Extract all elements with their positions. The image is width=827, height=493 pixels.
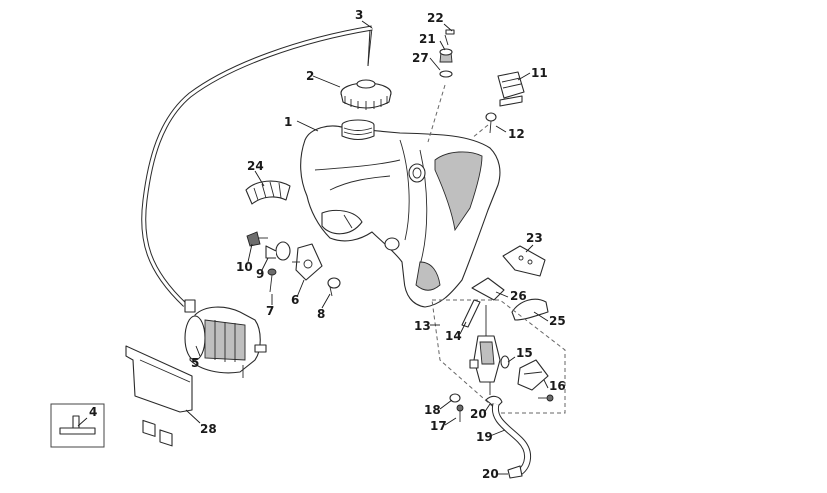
fuel-tank[interactable]: [300, 119, 501, 308]
tank-mount-hardware-top[interactable]: [427, 29, 455, 143]
callout-7[interactable]: 7: [266, 304, 274, 318]
mounting-bolt-12[interactable]: [471, 112, 497, 139]
callout-4[interactable]: 4: [89, 405, 97, 419]
callout-18[interactable]: 18: [424, 403, 441, 417]
callout-2[interactable]: 2: [306, 69, 314, 83]
callout-6[interactable]: 6: [291, 293, 299, 307]
callout-26[interactable]: 26: [510, 289, 527, 303]
callout-11[interactable]: 11: [531, 66, 548, 80]
screw-7[interactable]: [267, 268, 277, 293]
rubber-mount-strip[interactable]: [245, 180, 291, 205]
screw-16[interactable]: [538, 394, 554, 402]
hose-clamp-20-bottom[interactable]: [507, 465, 523, 479]
bolt-8[interactable]: [327, 277, 341, 297]
clip-18[interactable]: [449, 393, 461, 403]
callout-labels: 1 2 3 4 5 6 7 8 9 10 11 12 13 14 15 16 1…: [89, 8, 566, 481]
pump-bracket-28[interactable]: [125, 345, 193, 447]
callout-9[interactable]: 9: [256, 267, 264, 281]
gasket-14[interactable]: [461, 299, 481, 328]
callout-28[interactable]: 28: [200, 422, 217, 436]
callout-19[interactable]: 19: [476, 430, 493, 444]
fuel-hose-19[interactable]: [491, 403, 531, 475]
callout-14[interactable]: 14: [445, 329, 462, 343]
bracket-23[interactable]: [502, 245, 546, 277]
callout-1[interactable]: 1: [284, 115, 292, 129]
callout-24[interactable]: 24: [247, 159, 264, 173]
callout-8[interactable]: 8: [317, 307, 325, 321]
callout-12[interactable]: 12: [508, 127, 525, 141]
bracket-6[interactable]: [292, 243, 323, 281]
fuel-cap[interactable]: [340, 79, 392, 110]
callout-10[interactable]: 10: [236, 260, 253, 274]
callout-17[interactable]: 17: [430, 419, 447, 433]
callout-13[interactable]: 13: [414, 319, 431, 333]
callout-20a[interactable]: 20: [470, 407, 487, 421]
callout-5[interactable]: 5: [191, 356, 199, 370]
callout-23[interactable]: 23: [526, 231, 543, 245]
callout-16[interactable]: 16: [549, 379, 566, 393]
rubber-pad-26[interactable]: [471, 277, 505, 301]
callout-21[interactable]: 21: [419, 32, 436, 46]
breather-hose[interactable]: [141, 25, 373, 307]
hose-clip-bracket[interactable]: [497, 71, 525, 107]
callout-25[interactable]: 25: [549, 314, 566, 328]
leader-lines: [77, 20, 549, 475]
tap-lever[interactable]: [517, 359, 549, 391]
o-ring-15[interactable]: [500, 355, 510, 369]
bolt-10[interactable]: [246, 231, 268, 247]
spacer-9[interactable]: [265, 241, 291, 261]
callout-27[interactable]: 27: [412, 51, 429, 65]
callout-20b[interactable]: 20: [482, 467, 499, 481]
callout-3[interactable]: 3: [355, 8, 363, 22]
callout-15[interactable]: 15: [516, 346, 533, 360]
fuel-tap[interactable]: [469, 305, 501, 395]
fuel-pump-5[interactable]: [184, 299, 267, 378]
t-connector-box[interactable]: [50, 403, 105, 448]
callout-22[interactable]: 22: [427, 11, 444, 25]
screw-17[interactable]: [456, 404, 464, 422]
fuel-tap-assembly-outline: [431, 299, 566, 414]
